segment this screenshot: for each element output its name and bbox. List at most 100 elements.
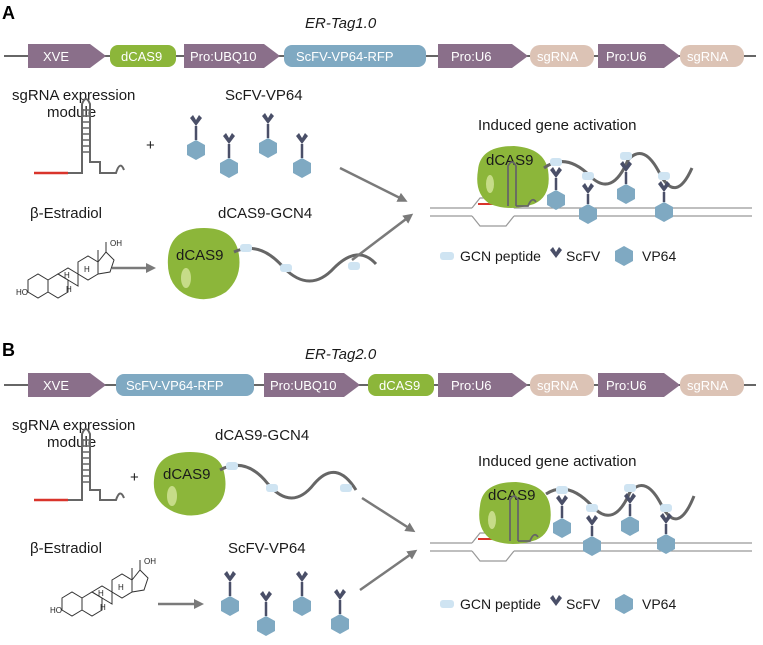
panel-b: B ER-Tag2.0 XVE ScFV-VP64-RFP Pro:UBQ10 …	[2, 340, 756, 636]
segment-label: Pro:U6	[451, 49, 491, 64]
mol-h: H	[100, 603, 106, 612]
arrow-bottom-b	[359, 549, 418, 592]
estradiol-molecule-b	[61, 560, 149, 617]
mol-oh-top: OH	[110, 239, 122, 248]
legend-vp64: VP64	[642, 596, 676, 612]
plus-sign: +	[146, 137, 155, 154]
segment-pro-u6	[438, 373, 528, 397]
segment-label: Pro:UBQ10	[270, 378, 336, 393]
dcas9-gcn4-label: dCAS9-GCN4	[218, 205, 312, 222]
panel-letter-b: B	[2, 340, 15, 360]
legend-a: GCN peptide ScFV VP64	[440, 246, 676, 266]
segment-xve	[28, 373, 106, 397]
segment-sgrna	[530, 374, 594, 396]
segment-label: Pro:UBQ10	[190, 49, 256, 64]
sgrna-glyph-a	[34, 98, 125, 175]
arrow-bottom-a	[351, 213, 414, 261]
plus-sign: +	[130, 469, 139, 486]
scfv-vp64-label: ScFV-VP64	[228, 540, 306, 557]
segment-xve	[28, 44, 106, 68]
segment-sgrna-2	[680, 374, 744, 396]
segment-pro-ubq10	[184, 44, 280, 68]
segment-pro-u6-2	[598, 373, 680, 397]
estradiol-molecule-a	[27, 242, 115, 299]
induced-label-a: Induced gene activation	[478, 117, 636, 134]
dcas9-text: dCAS9	[486, 152, 534, 169]
segment-sgrna	[530, 45, 594, 67]
segment-sgrna-2	[680, 45, 744, 67]
dcas9-text: dCAS9	[488, 487, 536, 504]
segment-pro-ubq10	[264, 373, 360, 397]
dcas9-text: dCAS9	[163, 466, 211, 483]
scfv-vp64-unit	[220, 133, 238, 178]
sgrna-glyph-b	[34, 428, 125, 502]
vp64-icon	[615, 594, 633, 614]
sgrna-module-label: sgRNA expression	[12, 87, 135, 104]
segment-dcas9	[110, 45, 176, 67]
mol-oh-top: OH	[144, 557, 156, 566]
scfv-vp64-unit	[221, 571, 239, 616]
arrow-top-a	[339, 166, 408, 202]
scfv-vp64-unit	[331, 589, 349, 634]
segment-label: sgRNA	[687, 378, 729, 393]
vp64-icon	[615, 246, 633, 266]
scfv-vp64-unit	[257, 591, 275, 636]
dcas9-gcn4-a: dCAS9	[167, 228, 378, 300]
segment-label: ScFV-VP64-RFP	[296, 49, 394, 64]
segment-label: XVE	[43, 378, 69, 393]
segment-label: Pro:U6	[606, 378, 646, 393]
segment-dcas9	[368, 374, 434, 396]
scfv-vp64-unit	[187, 115, 205, 160]
segment-pro-u6	[438, 44, 528, 68]
legend-scfv: ScFV	[566, 248, 601, 264]
mol-oh-left: HO	[16, 288, 28, 297]
segment-label: Pro:U6	[451, 378, 491, 393]
legend-b: GCN peptide ScFV VP64	[440, 594, 676, 614]
mol-h: H	[64, 271, 70, 280]
segment-pro-u6-2	[598, 44, 680, 68]
scfv-icon	[550, 595, 562, 606]
segment-scfv-vp64-rfp	[116, 374, 254, 396]
segment-label: XVE	[43, 49, 69, 64]
panel-letter-a: A	[2, 3, 15, 23]
segment-label: sgRNA	[537, 49, 579, 64]
gcn-peptide-icon	[440, 600, 454, 608]
sgrna-module-label: sgRNA expression	[12, 417, 135, 434]
legend-scfv: ScFV	[566, 596, 601, 612]
construct-a: XVE dCAS9 Pro:UBQ10 ScFV-VP64-RFP Pro:U6…	[28, 44, 744, 68]
construct-title-b: ER-Tag2.0	[305, 346, 377, 363]
construct-title-a: ER-Tag1.0	[305, 15, 377, 32]
segment-scfv-vp64-rfp	[284, 45, 426, 67]
scfv-vp64-group-b	[221, 571, 349, 636]
dcas9-text: dCAS9	[176, 247, 224, 264]
dcas9-gcn4-b: dCAS9	[153, 452, 358, 516]
scfv-vp64-group-a	[187, 113, 311, 178]
segment-label: ScFV-VP64-RFP	[126, 378, 224, 393]
mol-h: H	[118, 583, 124, 592]
mol-h: H	[98, 589, 104, 598]
panel-a: A ER-Tag1.0 XVE dCAS9 Pro:UBQ10 ScFV-VP6…	[2, 3, 756, 300]
legend-vp64: VP64	[642, 248, 676, 264]
scfv-vp64-label: ScFV-VP64	[225, 87, 303, 104]
segment-label: sgRNA	[537, 378, 579, 393]
sgrna-module-label-2: module	[47, 434, 96, 451]
mol-h: H	[84, 265, 90, 274]
segment-label: Pro:U6	[606, 49, 646, 64]
activation-complex-b: dCAS9	[430, 482, 752, 562]
segment-label: dCAS9	[121, 49, 162, 64]
scfv-icon	[550, 247, 562, 258]
legend-gcn: GCN peptide	[460, 248, 541, 264]
estradiol-label: β-Estradiol	[30, 205, 102, 222]
segment-label: dCAS9	[379, 378, 420, 393]
induced-label-b: Induced gene activation	[478, 453, 636, 470]
segment-label: sgRNA	[687, 49, 729, 64]
scfv-vp64-unit	[293, 133, 311, 178]
mol-h: H	[66, 285, 72, 294]
estradiol-label: β-Estradiol	[30, 540, 102, 557]
mol-oh-left: HO	[50, 606, 62, 615]
dcas9-gcn4-label: dCAS9-GCN4	[215, 427, 309, 444]
gcn-peptide-icon	[440, 252, 454, 260]
scfv-vp64-unit	[259, 113, 277, 158]
